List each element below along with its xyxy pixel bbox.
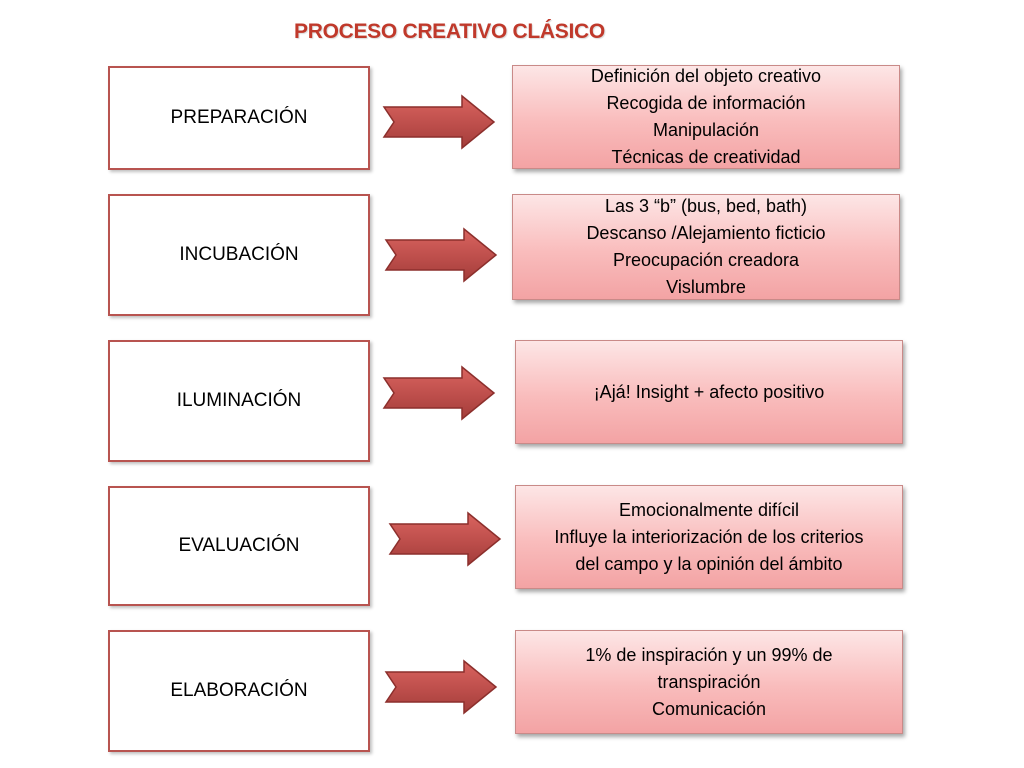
detail-line: Influye la interiorización de los criter… bbox=[554, 526, 864, 547]
detail-line: Manipulación bbox=[652, 120, 760, 140]
arrow-icon bbox=[382, 365, 496, 421]
arrow-icon bbox=[384, 659, 498, 715]
detail-line: del campo y la opinión del ámbito bbox=[575, 553, 843, 574]
arrow-icon bbox=[388, 511, 502, 567]
detail-box-preparacion: Definición del objeto creativo Recogida … bbox=[512, 65, 900, 169]
detail-box-incubacion: Las 3 “b” (bus, bed, bath) Descanso /Ale… bbox=[512, 194, 900, 300]
stage-box-evaluacion: EVALUACIÓN bbox=[108, 486, 370, 606]
arrow-icon bbox=[382, 94, 496, 150]
detail-line: ¡Ajá! Insight + afecto positivo bbox=[593, 381, 825, 402]
stage-box-elaboracion: ELABORACIÓN bbox=[108, 630, 370, 752]
detail-line: Preocupación creadora bbox=[612, 250, 800, 270]
detail-line: Definición del objeto creativo bbox=[590, 66, 822, 86]
stage-label: INCUBACIÓN bbox=[179, 244, 299, 265]
detail-line: Vislumbre bbox=[666, 277, 746, 297]
detail-line: Técnicas de creatividad bbox=[611, 147, 801, 167]
detail-line: Emocionalmente difícil bbox=[618, 499, 800, 520]
stage-box-preparacion: PREPARACIÓN bbox=[108, 66, 370, 170]
stage-label: ILUMINACIÓN bbox=[176, 390, 302, 411]
stage-box-iluminacion: ILUMINACIÓN bbox=[108, 340, 370, 462]
detail-box-evaluacion: Emocionalmente difícil Influye la interi… bbox=[515, 485, 903, 589]
arrow-icon bbox=[384, 227, 498, 283]
stage-label: PREPARACIÓN bbox=[170, 107, 308, 128]
detail-line: Recogida de información bbox=[606, 93, 806, 113]
stage-box-incubacion: INCUBACIÓN bbox=[108, 194, 370, 316]
detail-box-elaboracion: 1% de inspiración y un 99% de transpirac… bbox=[515, 630, 903, 734]
diagram-title: PROCESO CREATIVO CLÁSICO bbox=[294, 20, 605, 43]
stage-label: EVALUACIÓN bbox=[178, 535, 300, 556]
detail-line: transpiración bbox=[657, 671, 761, 692]
detail-line: Descanso /Alejamiento ficticio bbox=[586, 223, 826, 243]
stage-label: ELABORACIÓN bbox=[170, 680, 308, 701]
detail-line: Comunicación bbox=[651, 698, 767, 719]
detail-line: 1% de inspiración y un 99% de bbox=[585, 644, 833, 665]
detail-box-iluminacion: ¡Ajá! Insight + afecto positivo bbox=[515, 340, 903, 444]
detail-line: Las 3 “b” (bus, bed, bath) bbox=[604, 196, 808, 216]
